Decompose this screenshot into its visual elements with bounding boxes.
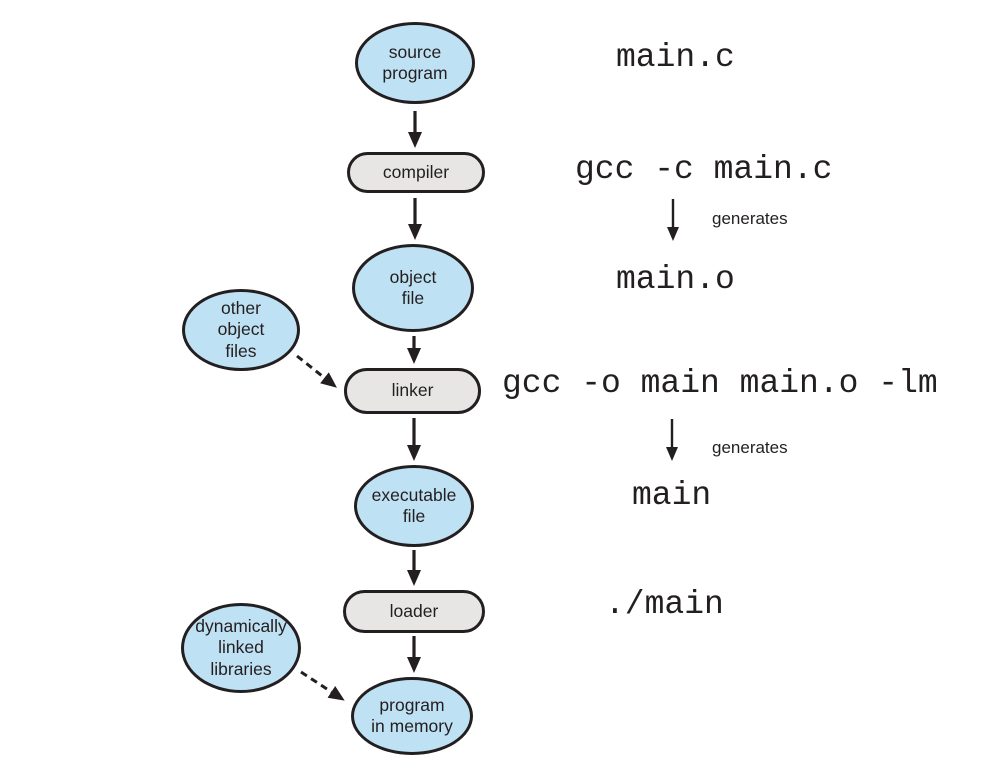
command-executable-output: main <box>632 477 712 514</box>
generates-label-1: generates <box>712 209 788 228</box>
node-program-in-memory: program in memory <box>351 677 473 755</box>
node-source-program: source program <box>355 22 475 104</box>
command-compile: gcc -c main.c <box>575 151 833 188</box>
node-compiler: compiler <box>347 152 485 193</box>
command-source-file: main.c <box>616 39 735 76</box>
node-object-file: object file <box>352 244 474 332</box>
dashed-arrow-libraries-to-program <box>300 670 345 701</box>
node-loader: loader <box>343 590 485 633</box>
command-link: gcc -o main main.o -lm <box>502 365 938 402</box>
dashed-arrow-other-objects-to-linker <box>296 354 337 388</box>
generates-label-2: generates <box>712 438 788 457</box>
command-object-output: main.o <box>616 261 735 298</box>
node-linker: linker <box>344 368 481 414</box>
node-dynamically-linked-libraries: dynamically linked libraries <box>181 603 301 693</box>
node-executable-file: executable file <box>354 465 474 547</box>
command-run: ./main <box>605 586 724 623</box>
node-other-object-files: other object files <box>182 289 300 371</box>
